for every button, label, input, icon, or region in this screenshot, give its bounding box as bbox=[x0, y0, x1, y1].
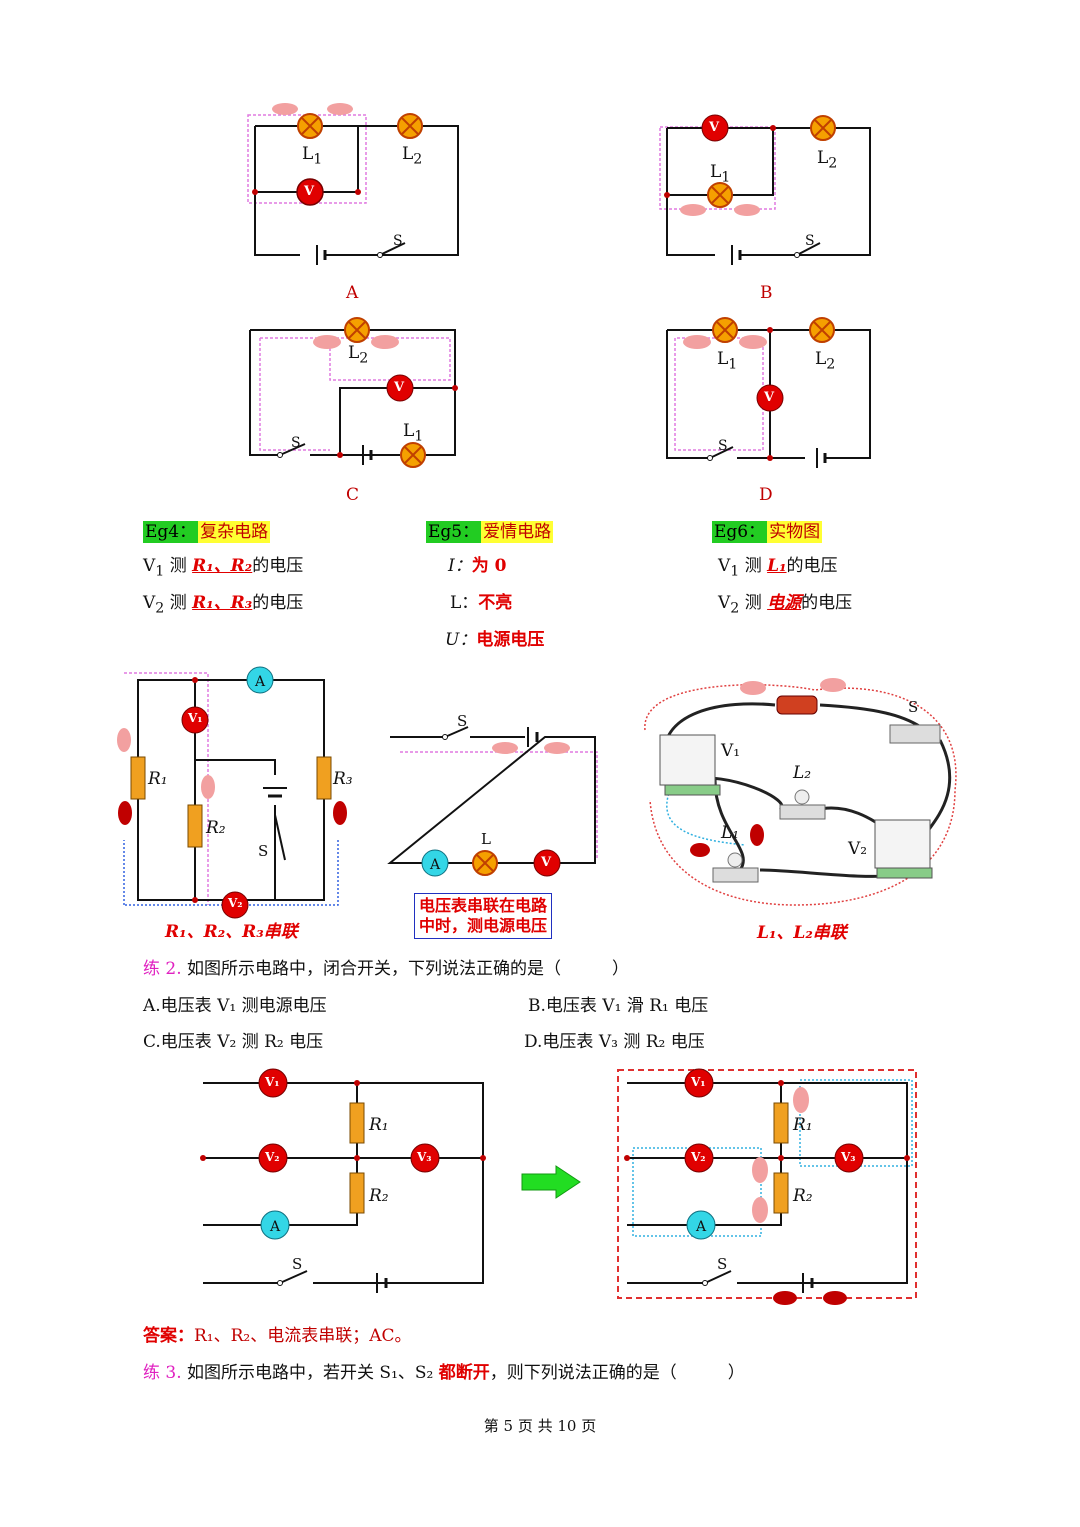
switch-label: S bbox=[717, 1255, 728, 1273]
eg5-circuit-svg bbox=[387, 726, 598, 877]
r1-label: R₁ bbox=[793, 1115, 813, 1135]
circuit-b-svg bbox=[659, 114, 871, 265]
circuit-diagram-b: V L1 L2 S B bbox=[655, 95, 905, 305]
voltmeter-v2-label: V₂ bbox=[691, 1150, 706, 1164]
voltmeter-v2-label: V₂ bbox=[265, 1150, 280, 1164]
eg4-circuit-svg bbox=[117, 666, 347, 919]
eg5-heading: Eg5：爱情电路 bbox=[426, 521, 554, 543]
ammeter-label: A bbox=[430, 857, 441, 873]
circuit-diagram-d: V L1 L2 S D bbox=[655, 310, 895, 510]
caption-b: B bbox=[760, 283, 773, 303]
voltmeter-label: V bbox=[394, 380, 405, 395]
practice2-question: 练 2. 如图所示电路中，闭合开关，下列说法正确的是（ ） bbox=[143, 959, 630, 979]
eg6-circuit: S V₁ V₂ L₂ L₁ L₁、L₂串联 bbox=[635, 670, 965, 945]
ammeter-label: A bbox=[270, 1219, 281, 1235]
r1-label: R₁ bbox=[369, 1115, 389, 1135]
voltmeter-v1-label: V₁ bbox=[721, 741, 741, 761]
eg4-heading: Eg4：复杂电路 bbox=[143, 521, 271, 543]
switch-label: S bbox=[393, 233, 403, 249]
r2-label: R₂ bbox=[206, 818, 226, 838]
voltmeter-v1-label: V₁ bbox=[265, 1075, 280, 1089]
voltmeter-label: V bbox=[709, 120, 720, 135]
practice2-circuit-left: V₁ V₂ V₃ R₁ R₂ A S bbox=[195, 1065, 495, 1295]
switch-label: S bbox=[291, 435, 301, 451]
circuit-diagram-c: V L1 L2 S C bbox=[235, 310, 475, 510]
r3-label: R₃ bbox=[333, 769, 353, 789]
voltmeter-icon bbox=[296, 178, 324, 206]
lamp-label: L bbox=[481, 830, 491, 848]
practice2-answer: 答案：R₁、R₂、电流表串联；AC。 bbox=[143, 1326, 412, 1346]
caption-a: A bbox=[346, 283, 359, 303]
lamp-l1-label: L1 bbox=[302, 144, 323, 168]
page-footer: 第 5 页 共 10 页 bbox=[483, 1417, 597, 1435]
circuit-a-svg bbox=[247, 103, 459, 265]
voltmeter-v1-label: V₁ bbox=[691, 1075, 706, 1089]
practice2-circuit-right: V₁ V₂ V₃ R₁ R₂ A S bbox=[615, 1065, 920, 1305]
eg6-circuit-svg bbox=[644, 678, 957, 906]
r2-label: R₂ bbox=[369, 1186, 389, 1206]
voltmeter-label: V bbox=[764, 390, 775, 405]
lamp-l1-label: L1 bbox=[403, 421, 424, 445]
ammeter-label: A bbox=[696, 1219, 707, 1235]
voltmeter-label: V bbox=[541, 855, 552, 870]
caption-c: C bbox=[346, 485, 360, 505]
r2-label: R₂ bbox=[793, 1186, 813, 1206]
eg4-circuit: A V₁ V₂ R₁ R₂ R₃ S R₁、R₂、R₃串联 bbox=[110, 665, 360, 945]
practice2-option-b: B.电压表 V₁ 滑 R₁ 电压 bbox=[528, 996, 709, 1016]
arrow-right-icon bbox=[521, 1165, 581, 1199]
circuit-diagram-a: V L1 L2 S A bbox=[230, 95, 480, 305]
voltmeter-v2-label: V₂ bbox=[848, 839, 868, 859]
lamp-l1-label: L1 bbox=[717, 349, 738, 373]
practice2-option-a: A.电压表 V₁ 测电源电压 bbox=[143, 996, 327, 1016]
eg6-heading: Eg6：实物图 bbox=[712, 521, 823, 543]
lamp-l2-label: L2 bbox=[815, 349, 836, 373]
lamp-l1-label: L1 bbox=[710, 162, 731, 186]
switch-label: S bbox=[292, 1255, 303, 1273]
caption-d: D bbox=[759, 485, 773, 505]
lamp-l2-label: L2 bbox=[348, 343, 369, 367]
voltmeter-v1-label: V₁ bbox=[188, 711, 203, 725]
lamp-l2-icon bbox=[397, 113, 423, 139]
circuit-c-svg bbox=[249, 317, 458, 468]
eg6-caption: L₁、L₂串联 bbox=[757, 923, 847, 943]
circuit-d-svg bbox=[666, 317, 871, 468]
eg6-line2: V2 测 电源的电压 bbox=[718, 593, 853, 617]
lamp-l1-label: L₁ bbox=[721, 823, 740, 843]
lamp-l2-label: L2 bbox=[817, 148, 838, 172]
practice3-question: 练 3. 如图所示电路中，若开关 S₁、S₂ 都断开，则下列说法正确的是（ ） bbox=[143, 1363, 745, 1383]
eg6-line1: V1 测 L₁的电压 bbox=[718, 556, 838, 580]
eg5-circuit: S A L V 电压表串联在电路中时，测电源电压 bbox=[385, 710, 605, 945]
eg5-current-line: I：为 0 bbox=[448, 556, 507, 576]
switch-label: S bbox=[718, 438, 728, 454]
eg4-caption: R₁、R₂、R₃串联 bbox=[165, 922, 298, 942]
lamp-l1-icon bbox=[297, 113, 323, 139]
voltmeter-v2-label: V₂ bbox=[228, 896, 243, 910]
practice2-option-c: C.电压表 V₂ 测 R₂ 电压 bbox=[143, 1032, 324, 1052]
lamp-l2-label: L₂ bbox=[793, 763, 812, 783]
eg5-note-box: 电压表串联在电路中时，测电源电压 bbox=[414, 893, 553, 939]
voltmeter-label: V bbox=[304, 184, 315, 199]
practice2-option-d: D.电压表 V₃ 测 R₂ 电压 bbox=[524, 1032, 705, 1052]
practice2-right-svg bbox=[617, 1068, 917, 1305]
lamp-l2-label: L2 bbox=[402, 144, 423, 168]
practice2-left-svg bbox=[200, 1068, 486, 1293]
switch-label: S bbox=[258, 842, 269, 860]
eg5-voltage-line: U：电源电压 bbox=[445, 630, 545, 650]
eg5-lamp-line: L：不亮 bbox=[450, 593, 513, 613]
r1-label: R₁ bbox=[148, 769, 168, 789]
switch-label: S bbox=[457, 712, 468, 730]
voltmeter-v3-label: V₃ bbox=[417, 1150, 432, 1164]
eg4-line1: V1 测 R₁、R₂的电压 bbox=[143, 556, 304, 580]
ammeter-label: A bbox=[255, 674, 266, 690]
voltmeter-v3-label: V₃ bbox=[841, 1150, 856, 1164]
switch-label: S bbox=[908, 698, 919, 716]
switch-label: S bbox=[805, 233, 815, 249]
eg4-line2: V2 测 R₁、R₃的电压 bbox=[143, 593, 304, 617]
